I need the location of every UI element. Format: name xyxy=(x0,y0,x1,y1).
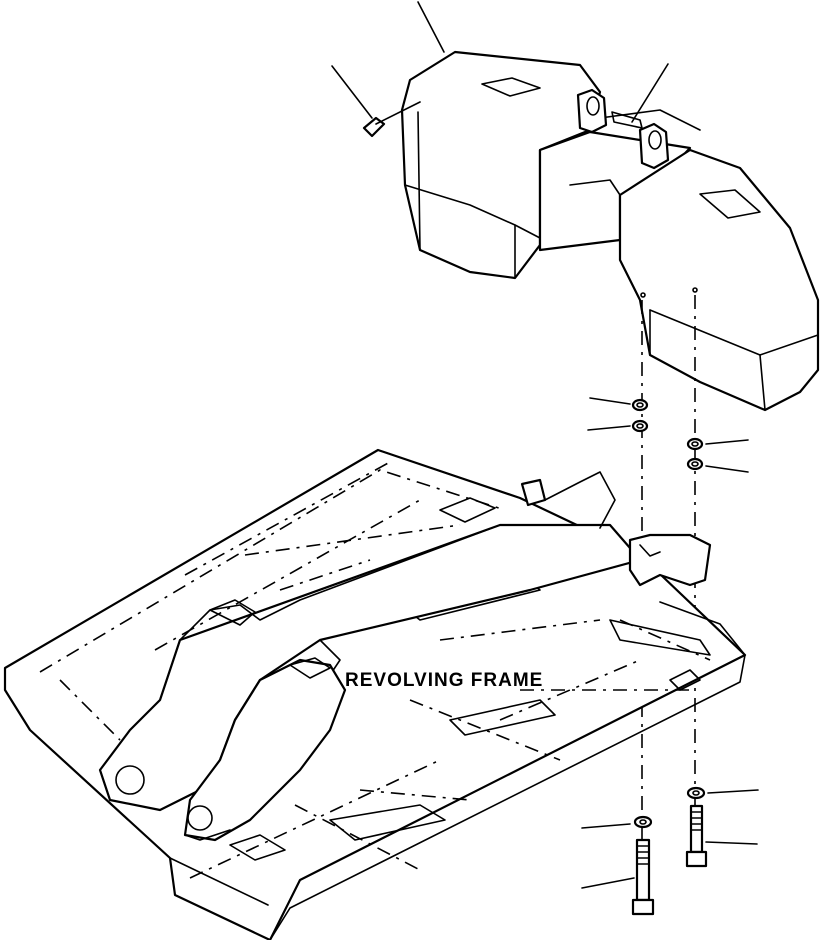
revolving-frame xyxy=(3,448,747,940)
counterweight xyxy=(400,50,820,412)
bolt-left xyxy=(581,838,655,916)
revolving-frame-label: REVOLVING FRAME xyxy=(345,670,543,691)
leader-lines-top xyxy=(331,1,669,123)
lifting-eye-left xyxy=(576,88,608,134)
plug-fitting xyxy=(362,101,421,138)
washers-right-upper xyxy=(686,437,749,473)
bolt-right xyxy=(685,804,758,868)
washer-left-lower xyxy=(581,815,653,829)
washer-right-lower xyxy=(686,786,759,800)
lifting-eye-right xyxy=(638,122,670,170)
washers-left-upper xyxy=(587,397,649,433)
